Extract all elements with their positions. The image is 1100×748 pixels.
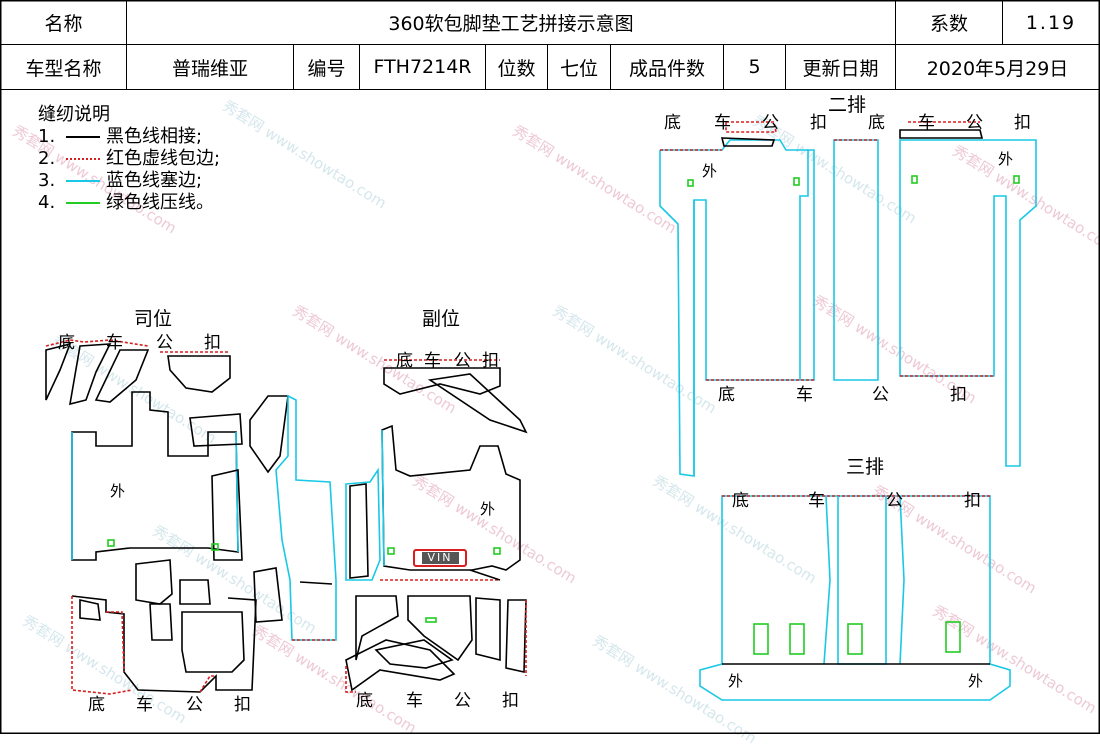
passenger-pattern bbox=[345, 359, 528, 693]
row2-right-wai: 外 bbox=[998, 150, 1014, 168]
legend-row-black: 1. 黑色线相接; bbox=[38, 126, 203, 147]
row2-left-top-che: 车 bbox=[714, 113, 731, 133]
legend-title: 缝纫说明 bbox=[38, 104, 110, 125]
driver-bottom-di: 底 bbox=[88, 695, 105, 715]
legend-row-green: 4. 绿色线压线。 bbox=[38, 192, 214, 213]
row2-right-top-di: 底 bbox=[868, 113, 885, 133]
passenger-press-mark-left bbox=[387, 547, 395, 555]
passenger-wai: 外 bbox=[480, 500, 496, 518]
driver-press-mark-right bbox=[211, 543, 219, 551]
row2-right-top-gong: 公 bbox=[966, 113, 983, 133]
row3-top-gong: 公 bbox=[886, 491, 903, 511]
row3-right-wai: 外 bbox=[968, 672, 984, 690]
driver-top-che: 车 bbox=[106, 333, 123, 353]
row3-top-kou: 扣 bbox=[964, 491, 981, 511]
row3-top-di: 底 bbox=[732, 491, 749, 511]
row3-press-rect-3 bbox=[847, 623, 863, 655]
driver-press-mark-left bbox=[107, 539, 115, 547]
legend-row-blue: 3. 蓝色线塞边; bbox=[38, 170, 203, 191]
passenger-bottom-gong: 公 bbox=[454, 691, 471, 711]
row2-left-wai: 外 bbox=[702, 162, 718, 180]
driver-bottom-kou: 扣 bbox=[234, 695, 251, 715]
legend-swatch-green bbox=[66, 202, 100, 204]
legend-row-red: 2. 红色虚线包边; bbox=[38, 148, 221, 169]
row2-left-top-gong: 公 bbox=[762, 113, 779, 133]
row3-top-che: 车 bbox=[808, 491, 825, 511]
row2-press-mark-3 bbox=[911, 175, 918, 184]
driver-top-kou: 扣 bbox=[204, 333, 221, 353]
section-passenger-title: 副位 bbox=[422, 308, 461, 330]
section-driver-title: 司位 bbox=[134, 308, 173, 330]
vin-label: VIN bbox=[421, 552, 459, 564]
row3-main-piece bbox=[699, 495, 1011, 701]
passenger-press-mark-right bbox=[493, 547, 501, 555]
row3-press-rect-4 bbox=[945, 621, 961, 653]
row2-bottom-gong: 公 bbox=[872, 385, 889, 405]
driver-main-piece bbox=[71, 391, 239, 561]
row3-pattern bbox=[699, 495, 1011, 701]
passenger-main-piece bbox=[381, 424, 521, 571]
driver-bottom-gong: 公 bbox=[186, 695, 203, 715]
legend-swatch-black bbox=[66, 136, 100, 138]
row2-press-mark-1 bbox=[687, 179, 694, 187]
row2-press-mark-2 bbox=[793, 177, 800, 186]
passenger-bottom-che: 车 bbox=[406, 691, 423, 711]
section-row3-title: 三排 bbox=[846, 456, 885, 478]
row3-press-rect-1 bbox=[753, 623, 769, 655]
vin-window: VIN bbox=[413, 549, 467, 567]
sewing-legend: 缝纫说明 1. 黑色线相接; 2. 红色虚线包边; 3. 蓝色线塞边; 4. 绿… bbox=[38, 104, 220, 214]
row2-pattern bbox=[659, 121, 1037, 477]
row2-press-mark-4 bbox=[1013, 175, 1020, 184]
row3-press-rect-2 bbox=[789, 623, 805, 655]
legend-swatch-red bbox=[66, 158, 100, 160]
passenger-bottom-kou: 扣 bbox=[502, 691, 519, 711]
driver-top-di: 底 bbox=[58, 333, 75, 353]
driver-pattern bbox=[45, 339, 337, 695]
passenger-press-mark-bottom bbox=[425, 617, 437, 623]
passenger-bottom-di: 底 bbox=[356, 691, 373, 711]
row2-right-piece bbox=[899, 139, 1037, 467]
passenger-top-che: 车 bbox=[424, 351, 441, 371]
row2-right-top-kou: 扣 bbox=[1014, 113, 1031, 133]
section-row2-title: 二排 bbox=[828, 94, 867, 116]
driver-wai: 外 bbox=[110, 482, 126, 500]
row2-left-top-di: 底 bbox=[664, 113, 681, 133]
row2-left-top-kou: 扣 bbox=[810, 113, 827, 133]
row3-left-wai: 外 bbox=[728, 672, 744, 690]
legend-swatch-blue bbox=[66, 180, 100, 182]
passenger-top-di: 底 bbox=[396, 351, 413, 371]
row2-right-top-che: 车 bbox=[918, 113, 935, 133]
row2-bottom-che: 车 bbox=[796, 385, 813, 405]
row2-bottom-kou: 扣 bbox=[950, 385, 967, 405]
passenger-top-kou: 扣 bbox=[482, 351, 499, 371]
row2-left-piece bbox=[659, 139, 815, 477]
passenger-top-gong: 公 bbox=[454, 351, 471, 371]
driver-top-gong: 公 bbox=[156, 333, 173, 353]
row2-bottom-di: 底 bbox=[718, 385, 735, 405]
driver-bottom-che: 车 bbox=[136, 695, 153, 715]
